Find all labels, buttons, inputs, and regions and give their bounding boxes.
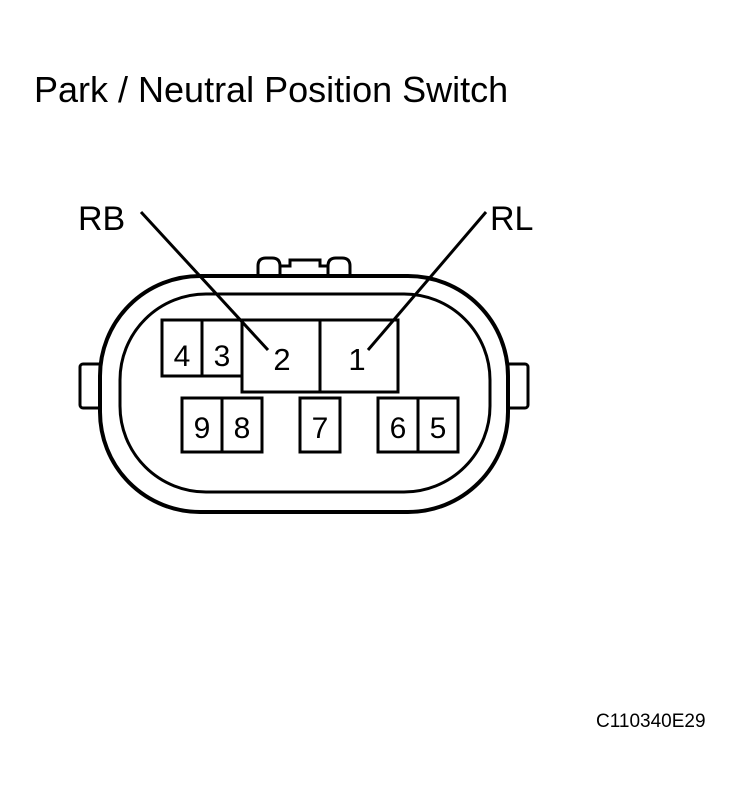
leader-line-rb xyxy=(139,210,270,352)
callout-rl: RL xyxy=(490,200,533,238)
pin-label-6: 6 xyxy=(390,412,407,445)
pin-label-2: 2 xyxy=(273,342,290,377)
pin-label-8: 8 xyxy=(234,412,251,445)
diagram-title: Park / Neutral Position Switch xyxy=(34,69,509,110)
pin-label-3: 3 xyxy=(214,340,231,373)
terminal-7 xyxy=(298,396,342,454)
leader-line-rl xyxy=(366,211,488,351)
terminal-1 xyxy=(320,318,400,394)
pin-label-4: 4 xyxy=(174,340,191,373)
pin-label-7: 7 xyxy=(312,412,329,445)
terminal-5 xyxy=(416,396,460,454)
pin-label-9: 9 xyxy=(194,412,211,445)
terminal-4 xyxy=(160,318,204,378)
terminal-8 xyxy=(220,396,264,454)
callout-rb: RB xyxy=(78,200,125,238)
pin-label-1: 1 xyxy=(348,342,365,377)
pin-label-5: 5 xyxy=(430,412,447,445)
locking-latch xyxy=(256,256,352,278)
connector-body-outer xyxy=(98,274,510,514)
connector-body-inner xyxy=(118,292,492,494)
terminal-9 xyxy=(180,396,224,454)
figure-code: C110340E29 xyxy=(596,711,706,732)
